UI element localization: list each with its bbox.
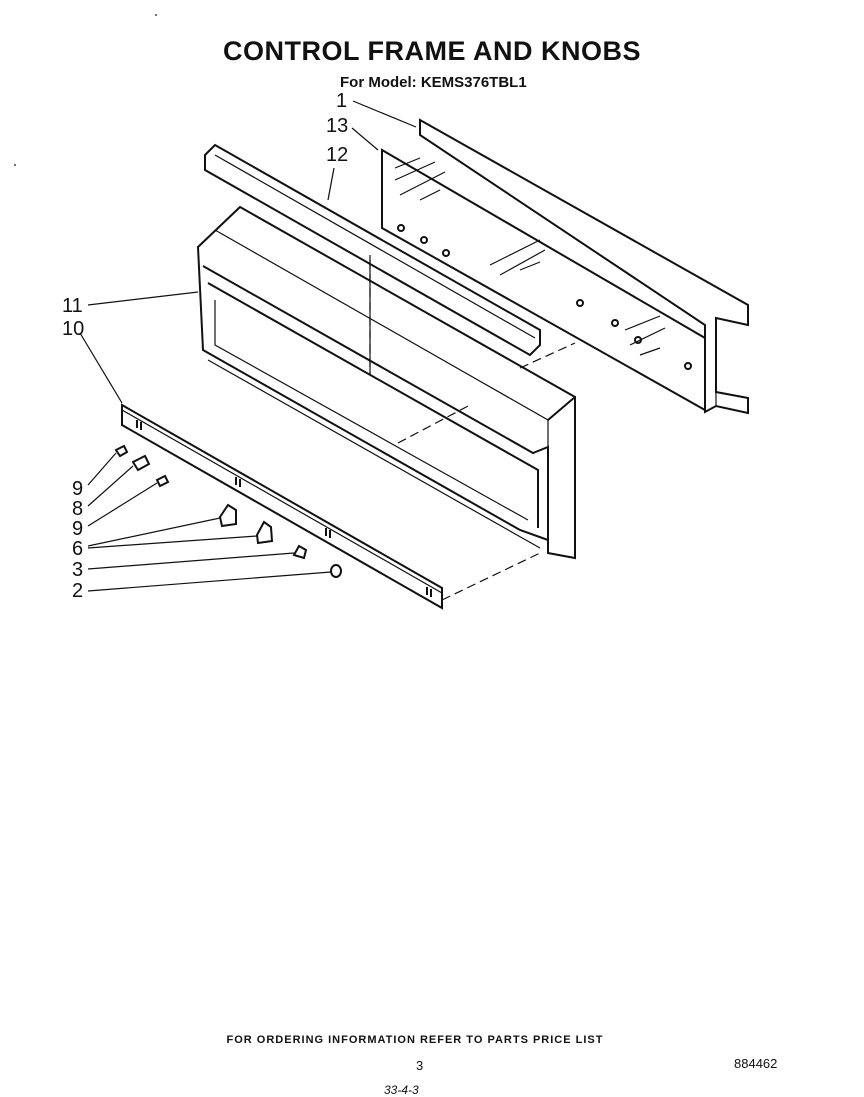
part-6-knob-b <box>255 520 274 545</box>
part-13-glass-panel <box>381 148 706 412</box>
part-1-rear-channel <box>419 118 749 415</box>
assembly-dashed-lines <box>369 260 576 601</box>
scan-dot <box>155 14 157 16</box>
callout-labels: 1 13 12 11 10 9 8 9 6 3 2 <box>62 90 348 602</box>
callout-9a: 9 <box>72 478 83 500</box>
scan-dot <box>14 164 16 166</box>
knob-parts <box>114 444 342 578</box>
part-9-spring-clip <box>114 444 129 458</box>
callout-3: 3 <box>72 559 83 581</box>
document-number: 884462 <box>734 1056 778 1071</box>
part-6-knob-a <box>218 503 237 528</box>
part-12-trim-strip <box>204 143 541 357</box>
callout-6: 6 <box>72 538 83 560</box>
page-title: CONTROL FRAME AND KNOBS <box>223 36 641 66</box>
leader-lines <box>79 100 417 592</box>
page-number: 3 <box>416 1058 424 1073</box>
document-code: 33-4-3 <box>384 1083 419 1097</box>
part-11-control-frame <box>196 205 576 560</box>
callout-10: 10 <box>62 318 84 340</box>
ordering-note: FOR ORDERING INFORMATION REFER TO PARTS … <box>226 1034 604 1046</box>
callout-11: 11 <box>62 295 83 317</box>
callout-12: 12 <box>326 144 348 166</box>
part-3-knob <box>292 544 308 560</box>
callout-13: 13 <box>326 115 348 137</box>
callout-1: 1 <box>336 90 347 112</box>
callout-2: 2 <box>72 580 83 602</box>
callout-8: 8 <box>72 498 83 520</box>
part-8-knob-shaft <box>131 454 151 472</box>
model-subtitle: For Model: KEMS376TBL1 <box>340 74 527 91</box>
part-9b-spring-clip <box>155 474 170 488</box>
part-10-panel-strip <box>121 403 443 610</box>
part-2-knob <box>330 564 342 578</box>
callout-9b: 9 <box>72 518 83 540</box>
